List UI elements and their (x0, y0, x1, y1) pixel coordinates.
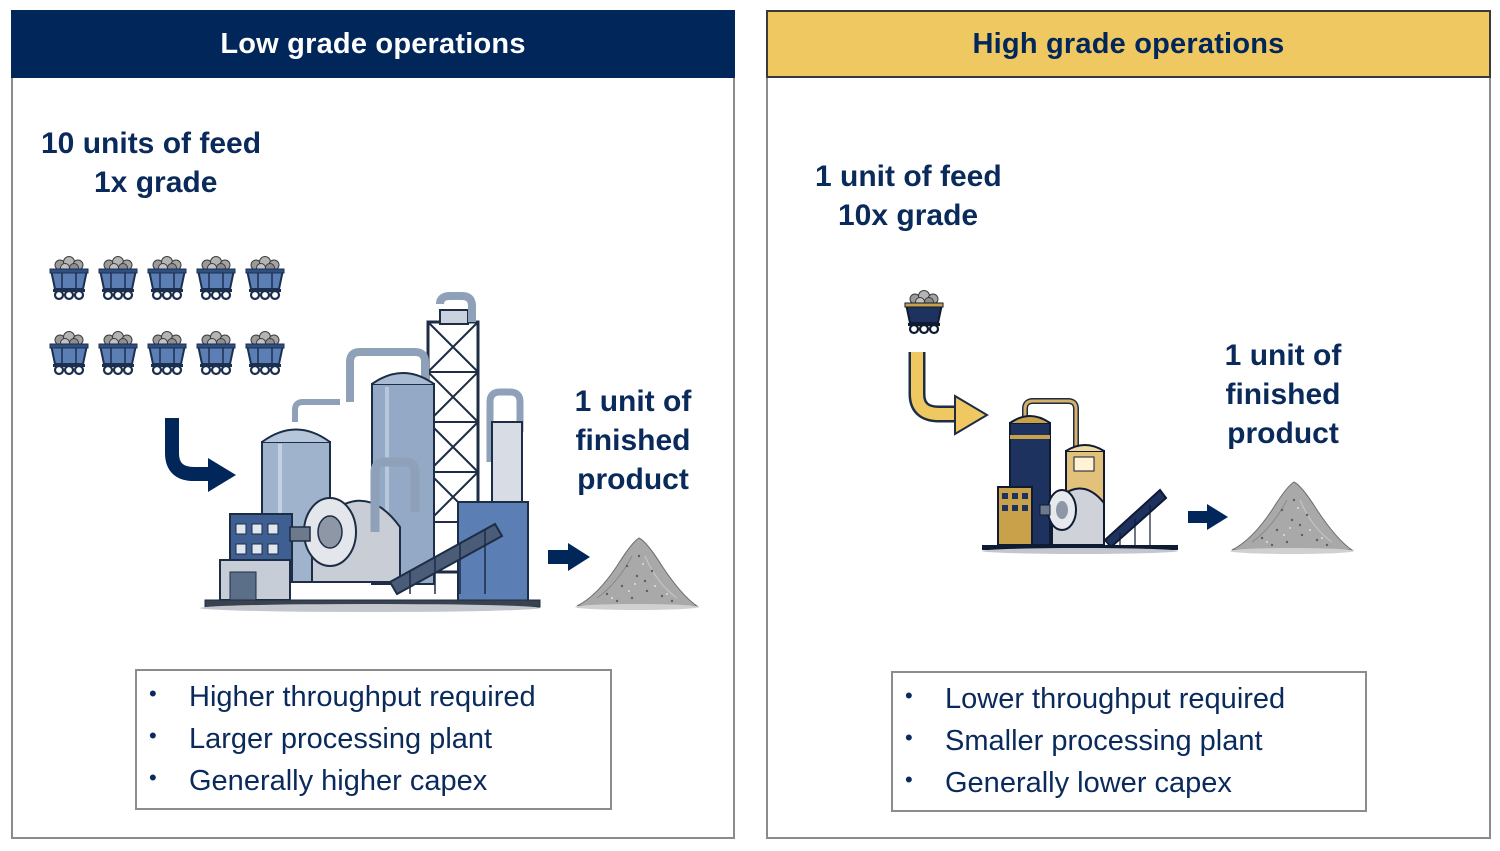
right-product-line1: 1 unit of (1224, 339, 1342, 372)
ore-cart-icon (146, 330, 188, 376)
left-feed-line2: 1x grade (94, 166, 218, 199)
high-grade-header: High grade operations (766, 10, 1491, 78)
gravel-pile-icon (574, 537, 700, 611)
right-feed-line1: 1 unit of feed (815, 160, 1002, 193)
ore-cart-icon (97, 330, 139, 376)
processing-plant-icon (982, 398, 1178, 554)
left-product-line3: product (577, 463, 689, 496)
ore-cart-icon (903, 289, 945, 335)
right-product-line2: finished (1225, 378, 1341, 411)
curved-arrow-icon (165, 418, 236, 492)
right-feed-line2: 10x grade (838, 199, 979, 232)
gravel-pile-icon (1229, 481, 1355, 555)
ore-cart-icon (48, 255, 90, 301)
right-product-line3: product (1227, 417, 1339, 450)
left-feed-line1: 10 units of feed (41, 127, 262, 160)
left-product-line1: 1 unit of (574, 385, 692, 418)
right-arrow-icon (1188, 504, 1228, 530)
left-bullet-box: •Higher throughput required •Larger proc… (135, 669, 612, 810)
processing-plant-icon (200, 292, 541, 612)
right-arrow-icon (548, 543, 590, 571)
right-bullet-box: •Lower throughput required •Smaller proc… (891, 671, 1367, 812)
ore-cart-icon (97, 255, 139, 301)
ore-cart-icon (48, 330, 90, 376)
left-product-line2: finished (575, 424, 691, 457)
curved-arrow-icon (908, 352, 989, 436)
low-grade-header: Low grade operations (11, 10, 735, 78)
ore-cart-icon (146, 255, 188, 301)
